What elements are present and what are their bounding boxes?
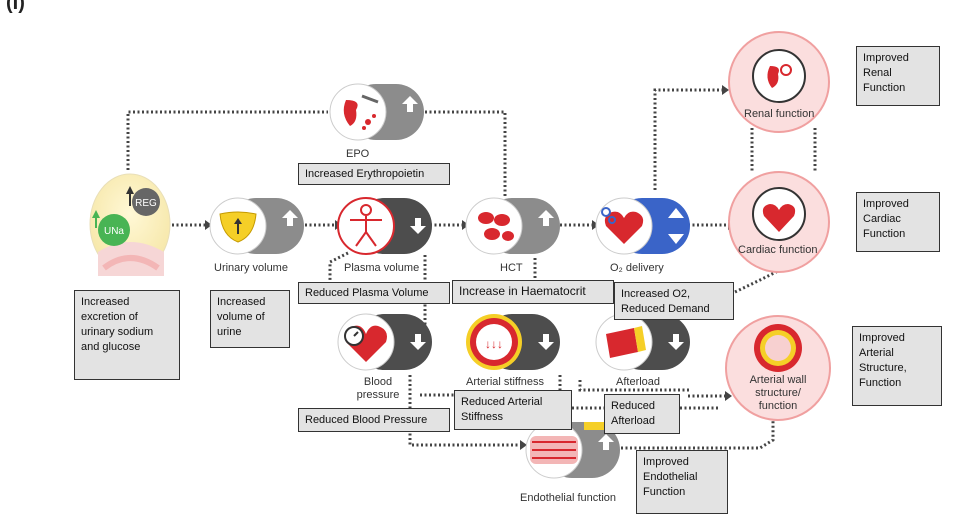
arterial-stiffness-label: Arterial stiffness xyxy=(466,376,545,388)
reg-label: REG xyxy=(135,198,157,209)
afterload-node xyxy=(595,313,690,371)
plasma-volume-label: Plasma volume xyxy=(344,262,420,274)
box-improved-renal: Improved Renal Function xyxy=(856,46,940,106)
endothelial-function-node xyxy=(525,421,620,479)
epo-node xyxy=(329,83,424,141)
box-increased-epo: Increased Erythropoietin xyxy=(298,163,450,185)
box-reduced-plasma: Reduced Plasma Volume xyxy=(298,282,450,304)
una-label: UNa xyxy=(104,226,124,237)
o2-delivery-node xyxy=(595,197,690,255)
box-increased-urine: Increased volume of urine xyxy=(210,290,290,348)
box-improved-arterial: Improved Arterial Structure, Function xyxy=(852,326,942,406)
box-reduced-stiffness: Reduced Arterial Stiffness xyxy=(454,390,572,430)
urinary-volume-node xyxy=(209,197,304,255)
plasma-volume-node xyxy=(337,197,432,255)
renal-function-label: Renal function xyxy=(744,108,815,120)
blood-pressure-label: Blood pressure xyxy=(356,376,400,401)
epo-label: EPO xyxy=(346,148,370,160)
arterial-wall-node xyxy=(725,315,831,421)
renal-function-node xyxy=(728,31,830,133)
hct-label: HCT xyxy=(500,262,523,274)
endothelial-function-label: Endothelial function xyxy=(520,492,617,504)
afterload-label: Afterload xyxy=(616,376,661,388)
blood-pressure-node xyxy=(337,313,432,371)
cardiac-function-node xyxy=(728,171,830,273)
box-increase-haematocrit: Increase in Haematocrit xyxy=(452,280,614,304)
box-increased-excretion: Increased excretion of urinary sodium an… xyxy=(74,290,180,380)
arterial-wall-label: Arterial wall structure/ function xyxy=(749,374,807,412)
hct-node xyxy=(465,197,560,255)
cardiac-function-label: Cardiac function xyxy=(738,244,818,256)
box-improved-endothelial: Improved Endothelial Function xyxy=(636,450,728,514)
box-reduced-afterload: Reduced Afterload xyxy=(604,394,680,434)
figure-header: (I) xyxy=(6,0,25,14)
arterial-stiffness-node: ↓↓↓ xyxy=(466,314,560,370)
box-improved-cardiac: Improved Cardiac Function xyxy=(856,192,940,252)
urinary-volume-label: Urinary volume xyxy=(214,262,288,274)
kidney-tubule-icon: REG UNa xyxy=(89,173,171,276)
o2-delivery-label: O₂ delivery xyxy=(610,262,664,274)
box-reduced-bp: Reduced Blood Pressure xyxy=(298,408,450,432)
svg-text:↓↓↓: ↓↓↓ xyxy=(485,337,503,351)
box-increased-o2: Increased O2, Reduced Demand xyxy=(614,282,734,320)
